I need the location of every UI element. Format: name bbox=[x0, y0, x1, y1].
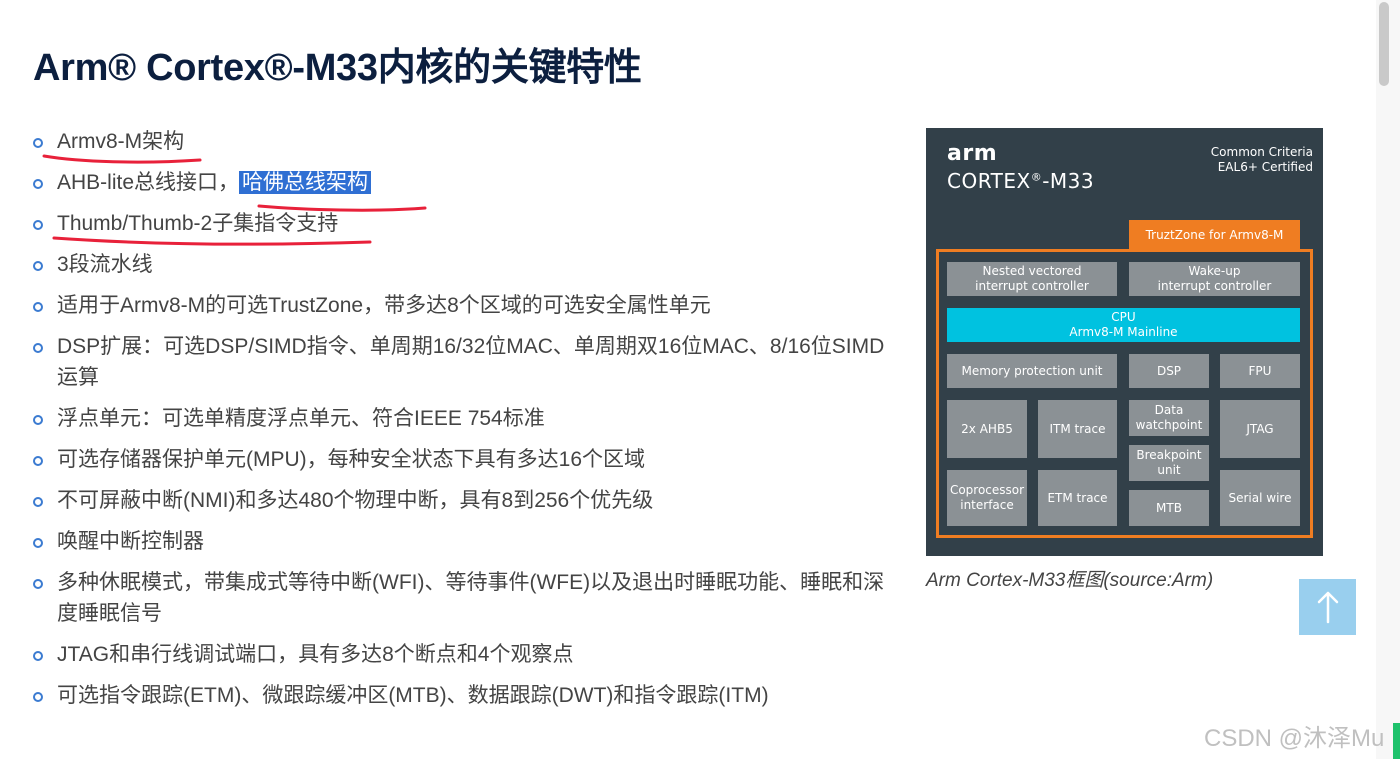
trustzone-label: TruztZone for Armv8-M bbox=[1129, 220, 1300, 249]
feature-list: Armv8-M架构 AHB-lite总线接口，哈佛总线架构 Thumb/Thum… bbox=[33, 126, 893, 721]
bullet-circle-icon bbox=[33, 692, 43, 702]
list-item: 唤醒中断控制器 bbox=[33, 526, 893, 557]
slide-title: Arm® Cortex®-M33内核的关键特性 bbox=[33, 47, 642, 89]
bullet-circle-icon bbox=[33, 456, 43, 466]
arrow-up-icon bbox=[1317, 591, 1338, 624]
ahb-block: 2x AHB5 bbox=[947, 400, 1027, 458]
list-item: 不可屏蔽中断(NMI)和多达480个物理中断，具有8到256个优先级 bbox=[33, 485, 893, 516]
serial-wire-block: Serial wire bbox=[1220, 470, 1300, 526]
scroll-to-top-button[interactable] bbox=[1299, 579, 1356, 635]
selected-text-highlight[interactable]: 哈佛总线架构 bbox=[239, 171, 372, 194]
list-item: 3段流水线 bbox=[33, 249, 893, 280]
bullet-circle-icon bbox=[33, 497, 43, 507]
bullet-circle-icon bbox=[33, 538, 43, 548]
etm-block: ETM trace bbox=[1038, 470, 1117, 526]
cortex-m33-block-diagram: arm CORTEX®-M33 Common Criteria EAL6+ Ce… bbox=[926, 128, 1323, 556]
bullet-circle-icon bbox=[33, 220, 43, 230]
jtag-block: JTAG bbox=[1220, 400, 1300, 458]
dsp-block: DSP bbox=[1129, 354, 1209, 388]
list-item: 多种休眠模式，带集成式等待中断(WFI)、等待事件(WFE)以及退出时睡眠功能、… bbox=[33, 567, 893, 629]
list-item: 可选指令跟踪(ETM)、微跟踪缓冲区(MTB)、数据跟踪(DWT)和指令跟踪(I… bbox=[33, 680, 893, 711]
mpu-block: Memory protection unit bbox=[947, 354, 1117, 388]
csdn-watermark: CSDN @沐泽Mu bbox=[1204, 725, 1385, 752]
bullet-circle-icon bbox=[33, 579, 43, 589]
bullet-circle-icon bbox=[33, 415, 43, 425]
list-item: 适用于Armv8-M的可选TrustZone，带多达8个区域的可选安全属性单元 bbox=[33, 290, 893, 321]
bullet-circle-icon bbox=[33, 651, 43, 661]
list-item: Thumb/Thumb-2子集指令支持 bbox=[33, 208, 893, 239]
bullet-circle-icon bbox=[33, 343, 43, 353]
scrollbar-track[interactable] bbox=[1376, 0, 1400, 759]
fpu-block: FPU bbox=[1220, 354, 1300, 388]
figure-caption: Arm Cortex-M33框图(source:Arm) bbox=[926, 570, 1214, 591]
bullet-circle-icon bbox=[33, 261, 43, 271]
bullet-circle-icon bbox=[33, 138, 43, 148]
model-name: CORTEX®-M33 bbox=[947, 169, 1095, 193]
arm-logo: arm bbox=[947, 141, 998, 166]
certification-label: Common Criteria EAL6+ Certified bbox=[1210, 145, 1313, 174]
list-item: Armv8-M架构 bbox=[33, 126, 893, 157]
side-widget-edge[interactable] bbox=[1393, 723, 1400, 759]
itm-block: ITM trace bbox=[1038, 400, 1117, 458]
list-item: JTAG和串行线调试端口，具有多达8个断点和4个观察点 bbox=[33, 639, 893, 670]
mtb-block: MTB bbox=[1129, 490, 1209, 526]
list-item: DSP扩展：可选DSP/SIMD指令、单周期16/32位MAC、单周期双16位M… bbox=[33, 331, 893, 393]
list-item: AHB-lite总线接口，哈佛总线架构 bbox=[33, 167, 893, 198]
bullet-circle-icon bbox=[33, 302, 43, 312]
list-item: 可选存储器保护单元(MPU)，每种安全状态下具有多达16个区域 bbox=[33, 444, 893, 475]
scrollbar-thumb[interactable] bbox=[1379, 2, 1389, 86]
list-item: 浮点单元：可选单精度浮点单元、符合IEEE 754标准 bbox=[33, 403, 893, 434]
trustzone-frame bbox=[936, 249, 1313, 538]
bullet-circle-icon bbox=[33, 179, 43, 189]
